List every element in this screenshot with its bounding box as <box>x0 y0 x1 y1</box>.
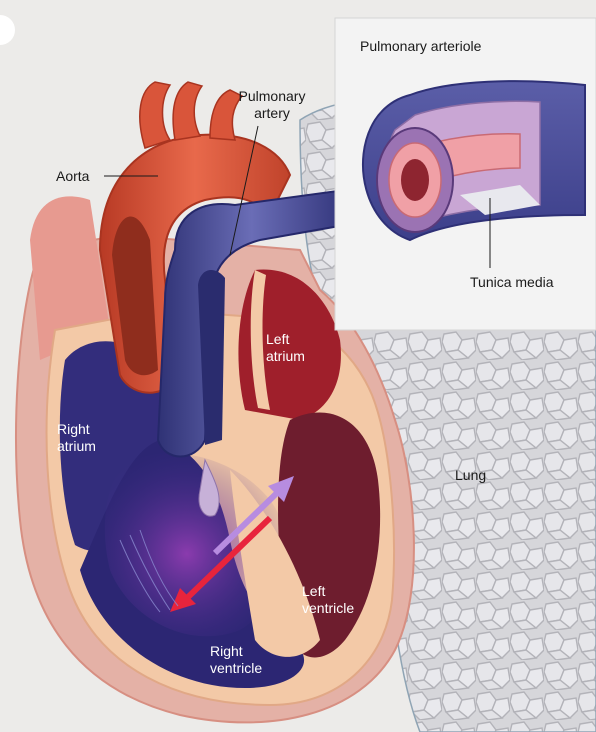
aorta-branches <box>140 82 242 148</box>
right-atrium-label: Right atrium <box>57 421 96 455</box>
left-atrium-label-line1: Left <box>266 331 305 348</box>
lung-label: Lung <box>455 467 486 484</box>
tunica-media-label: Tunica media <box>470 274 554 291</box>
left-ventricle-label: Left ventricle <box>302 583 354 617</box>
left-atrium-label: Left atrium <box>266 331 305 365</box>
pulmonary-artery-label-line1: Pulmonary <box>232 88 312 105</box>
left-atrium-label-line2: atrium <box>266 348 305 365</box>
right-atrium-label-line1: Right <box>57 421 96 438</box>
right-ventricle-label: Right ventricle <box>210 643 262 677</box>
corner-badge <box>0 15 15 45</box>
arteriole-illustration <box>363 81 585 240</box>
pulmonary-artery-label: Pulmonary artery <box>232 88 312 122</box>
pulmonary-arteriole-label: Pulmonary arteriole <box>360 38 481 55</box>
aorta-label: Aorta <box>56 168 89 185</box>
right-ventricle-label-line2: ventricle <box>210 660 262 677</box>
pulmonary-artery-label-line2: artery <box>232 105 312 122</box>
right-atrium-label-line2: atrium <box>57 438 96 455</box>
left-ventricle-label-line1: Left <box>302 583 354 600</box>
left-ventricle-label-line2: ventricle <box>302 600 354 617</box>
right-ventricle-label-line1: Right <box>210 643 262 660</box>
